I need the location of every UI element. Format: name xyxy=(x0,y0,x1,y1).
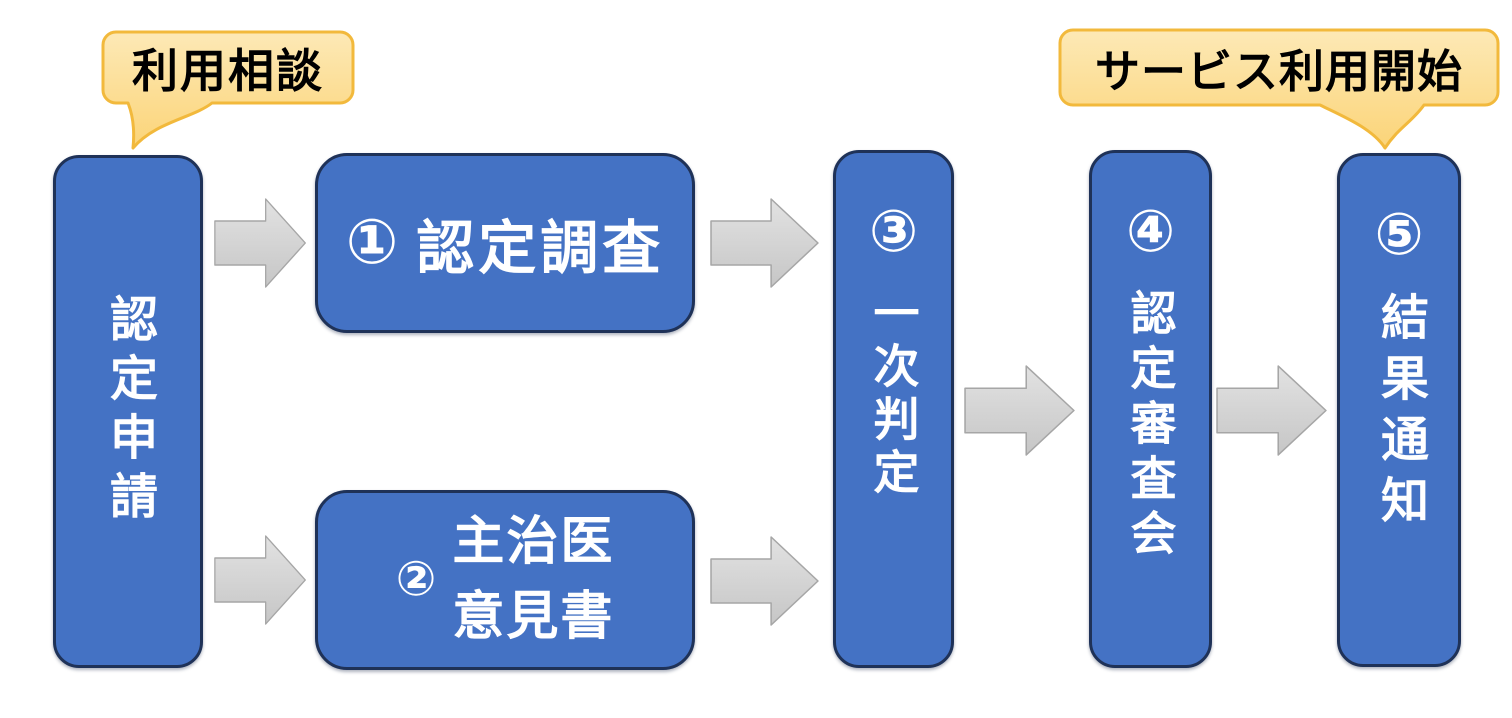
consult-callout-label: 利用相談 xyxy=(132,44,324,97)
service-start-callout-bubble xyxy=(1058,28,1500,150)
step-doctor-opinion-label-line2: 意見書 xyxy=(452,588,615,646)
step-certification-board-box: ④ 認定審査会 xyxy=(1089,150,1212,668)
step-certification-board-number: ④ xyxy=(1125,199,1176,264)
step-doctor-opinion-label: 主治医 意見書 xyxy=(452,505,614,656)
arrow-application-to-doctor-opinion xyxy=(214,535,306,625)
arrow-certification-board-to-result-notice xyxy=(1216,365,1327,456)
arrow-primary-judgment-to-certification-board xyxy=(964,365,1075,456)
consult-callout-bubble xyxy=(101,30,355,150)
step-application-box: 認定申請 xyxy=(53,155,203,668)
step-result-notice-box: ⑤ 結果通知 xyxy=(1337,153,1461,667)
step-doctor-opinion-number: ② xyxy=(395,553,437,606)
step-survey-box: ① 認定調査 xyxy=(315,153,695,333)
arrow-doctor-opinion-to-primary-judgment xyxy=(710,536,819,626)
arrow-survey-to-primary-judgment xyxy=(710,198,819,288)
service-start-callout-label: サービス利用開始 xyxy=(1094,46,1463,97)
step-result-notice-label: 結果通知 xyxy=(1373,292,1426,536)
step-doctor-opinion-box: ② 主治医 意見書 xyxy=(315,490,695,670)
step-result-notice-number: ⑤ xyxy=(1374,202,1424,267)
step-certification-board-label: 認定審査会 xyxy=(1124,289,1177,564)
step-application-label: 認定申請 xyxy=(102,293,155,530)
step-survey-label: 認定調査 xyxy=(416,216,665,281)
step-survey-number: ① xyxy=(345,208,399,277)
step-primary-judgment-label: 一次判定 xyxy=(867,289,920,501)
step-doctor-opinion-label-line1: 主治医 xyxy=(452,512,615,571)
step-primary-judgment-number: ③ xyxy=(868,199,919,264)
step-primary-judgment-box: ③ 一次判定 xyxy=(833,150,954,668)
arrow-application-to-survey xyxy=(214,198,306,288)
